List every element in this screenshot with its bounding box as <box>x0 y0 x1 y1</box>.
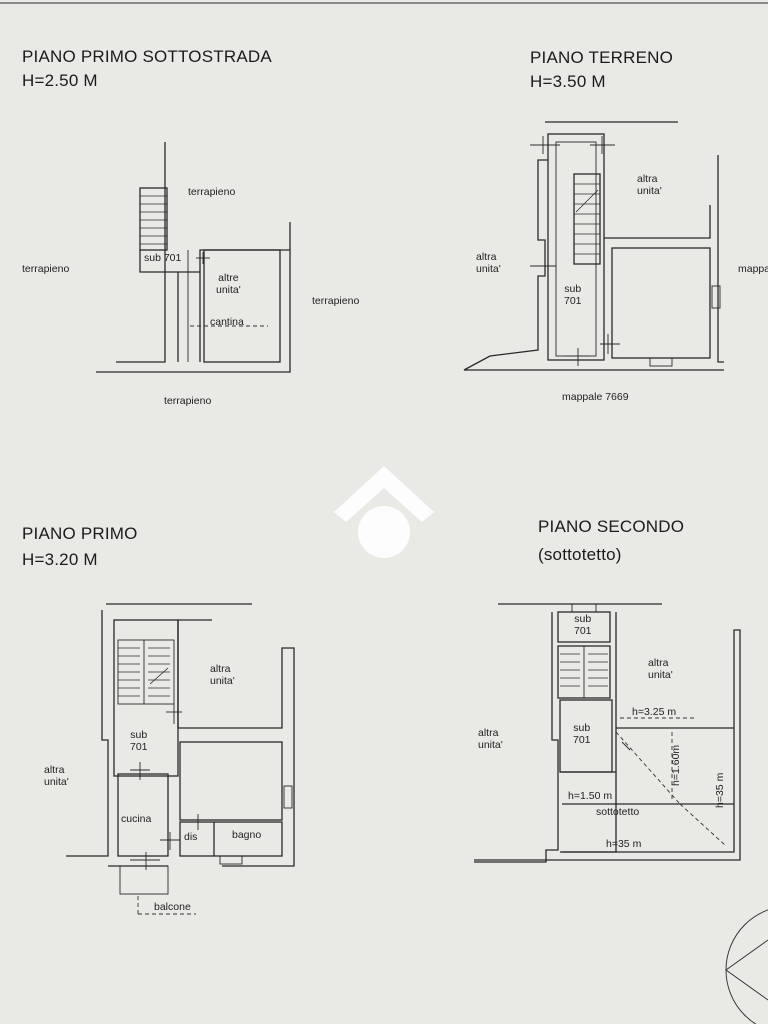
title-terreno: PIANO TERRENO <box>530 48 674 67</box>
plan-terreno <box>463 121 724 371</box>
label-sottotetto: sottotetto <box>596 806 640 818</box>
label-altra-unita: altra unita' <box>648 657 673 681</box>
height-sottostrada: H=2.50 M <box>22 71 98 90</box>
plan-sottostrada <box>96 142 291 373</box>
label-sub-701: sub 701 <box>564 283 582 307</box>
label-altra-unita: altra unita' <box>44 764 69 788</box>
label-height-35: h=35 m <box>714 772 726 808</box>
label-altra-unita: altra unita' <box>637 173 662 197</box>
label-sub-701: sub 701 <box>574 613 592 637</box>
stair-box <box>139 187 168 251</box>
label-height-150: h=1.50 m <box>568 790 613 802</box>
label-cucina: cucina <box>121 813 152 825</box>
label-sub-701: sub 701 <box>573 722 591 746</box>
plan-secondo <box>474 603 741 863</box>
label-mappale: mappale 7669 <box>562 391 629 403</box>
label-altra-unita: altra unita' <box>476 251 501 275</box>
label-bagno: bagno <box>232 829 262 841</box>
label-mappale-edge: mappa <box>738 263 768 275</box>
label-cantina: cantina <box>210 316 244 328</box>
plan-primo <box>66 603 295 915</box>
label-height-325: h=3.25 m <box>632 706 677 718</box>
label-terrapieno: terrapieno <box>22 263 70 275</box>
label-terrapieno: terrapieno <box>164 395 212 407</box>
label-altra-unita: altra unita' <box>210 663 235 687</box>
label-height-35: h=35 m <box>606 838 642 850</box>
title-secondo: PIANO SECONDO <box>538 517 685 536</box>
label-terrapieno: terrapieno <box>312 295 360 307</box>
label-balcone: balcone <box>154 901 191 913</box>
height-primo: H=3.20 M <box>22 550 98 569</box>
label-altre-unita: altre unita' <box>216 272 241 296</box>
wall <box>116 142 166 363</box>
label-terrapieno: terrapieno <box>188 186 236 198</box>
label-height-160: h=1.60m <box>670 744 682 786</box>
label-sub-701: sub 701 <box>144 252 182 264</box>
label-sub-701: sub 701 <box>130 729 148 753</box>
title-sottostrada: PIANO PRIMO SOTTOSTRADA <box>22 47 272 66</box>
label-dis: dis <box>184 831 198 843</box>
height-terreno: H=3.50 M <box>530 72 606 91</box>
house-roof-logo-icon <box>334 466 434 560</box>
label-altra-unita: altra unita' <box>478 727 503 751</box>
subtitle-secondo: (sottotetto) <box>538 545 622 564</box>
title-primo: PIANO PRIMO <box>22 524 138 543</box>
